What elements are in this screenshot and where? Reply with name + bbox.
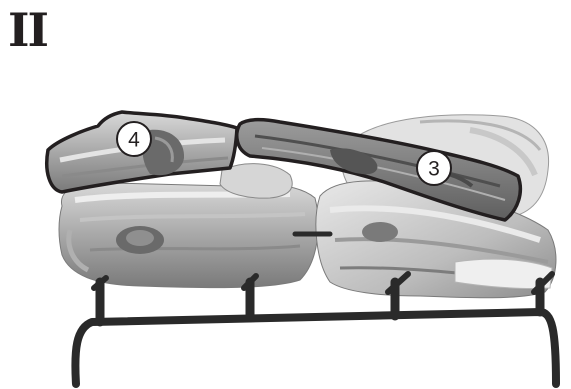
callout-4-label: 4	[128, 129, 140, 152]
base-left-log	[59, 182, 318, 287]
callout-3-label: 3	[428, 158, 440, 181]
callout-3: 3	[417, 151, 451, 185]
callout-4: 4	[117, 122, 151, 156]
